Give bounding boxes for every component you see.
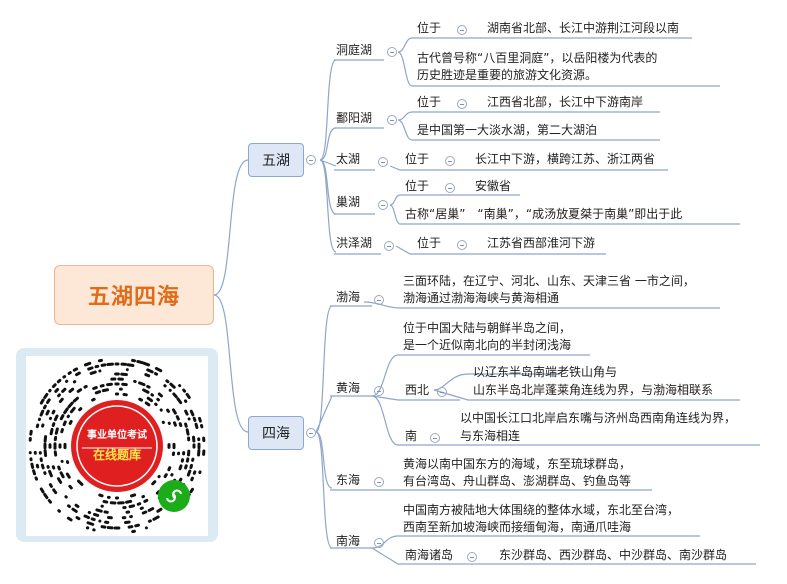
sea-bohai[interactable]: 渤海 xyxy=(336,290,361,304)
dongting-loc: 湖南省北部、长江中游荆江河段以南 xyxy=(487,21,680,35)
nanhai-collapse-icon[interactable] xyxy=(374,538,384,548)
xibei-desc-2: 山东半岛北岸蓬莱角连线为界，与渤海相联系 xyxy=(473,383,714,397)
lake-chaohu[interactable]: 巢湖 xyxy=(336,195,361,209)
poyang-loc: 江西省北部，长江中下游南岸 xyxy=(487,95,644,109)
sea-donghai[interactable]: 东海 xyxy=(336,473,361,487)
dongting-desc-1: 古代曾号称“八百里洞庭”，以岳阳楼为代表的 xyxy=(417,51,658,65)
root-node[interactable]: 五湖四海 xyxy=(54,265,214,325)
qr-code[interactable]: 事业单位考试 在线题库 xyxy=(26,356,208,536)
chaohu-collapse-icon[interactable] xyxy=(378,200,388,210)
huanghai-collapse-icon[interactable] xyxy=(374,386,384,396)
qr-line-2: 在线题库 xyxy=(92,448,141,462)
poyang-loc-label: 位于 xyxy=(417,95,442,109)
donghai-collapse-icon[interactable] xyxy=(374,477,384,487)
nan-desc-1: 以中国长江口北岸启东嘴与济州岛西南角连线为界， xyxy=(460,411,737,425)
lakes-collapse-icon[interactable] xyxy=(306,155,316,165)
taihu-loc-label: 位于 xyxy=(405,152,430,166)
seas-label: 四海 xyxy=(262,426,290,442)
hongze-loc: 江苏省西部淮河下游 xyxy=(487,236,596,250)
lake-hongze[interactable]: 洪泽湖 xyxy=(336,236,373,250)
huanghai-desc-2: 是一个近似南北向的半封闭浅海 xyxy=(403,338,572,352)
xibei-desc-1: 以辽东半岛南端老铁山角与 xyxy=(473,365,618,379)
seas-collapse-icon[interactable] xyxy=(306,428,316,438)
dongting-collapse-icon[interactable] xyxy=(387,47,397,57)
hongze-collapse-icon[interactable] xyxy=(384,241,394,251)
bohai-desc-1: 三面环陆，在辽宁、河北、山东、天津三省 一市之间， xyxy=(403,274,695,288)
poyang-loc-collapse-icon[interactable] xyxy=(457,99,467,109)
nanhai-islands[interactable]: 南海诸岛 xyxy=(405,548,454,562)
chaohu-loc-label: 位于 xyxy=(405,179,430,193)
xibei-collapse-icon[interactable] xyxy=(437,387,447,397)
poyang-collapse-icon[interactable] xyxy=(387,115,397,125)
bohai-desc-2: 渤海通过渤海海峡与黄海相通 xyxy=(403,291,560,305)
donghai-desc-1: 黄海以南中国东方的海域，东至琉球群岛， xyxy=(403,457,632,471)
chaohu-desc: 古称“居巢” “南巢”，“成汤放夏桀于南巢”即出于此 xyxy=(405,207,683,221)
taihu-collapse-icon[interactable] xyxy=(378,157,388,167)
islands-collapse-icon[interactable] xyxy=(467,552,477,562)
dongting-loc-label: 位于 xyxy=(417,21,442,35)
qr-line-1: 事业单位考试 xyxy=(87,430,147,441)
nan-collapse-icon[interactable] xyxy=(430,433,440,443)
poyang-desc: 是中国第一大淡水湖，第二大湖泊 xyxy=(417,123,598,137)
lake-poyang[interactable]: 鄱阳湖 xyxy=(336,111,373,125)
hongze-loc-collapse-icon[interactable] xyxy=(457,240,467,250)
taihu-loc-collapse-icon[interactable] xyxy=(445,156,455,166)
nanhai-desc-2: 西南至新加坡海峡而接缅甸海，南通爪哇海 xyxy=(403,520,632,534)
dongting-loc-collapse-icon[interactable] xyxy=(457,25,467,35)
donghai-desc-2: 有台湾岛、舟山群岛、澎湖群岛、钓鱼岛等 xyxy=(403,474,632,488)
sea-nanhai[interactable]: 南海 xyxy=(336,534,361,548)
nan-desc-2: 与东海相连 xyxy=(460,429,521,443)
taihu-loc: 长江中下游，横跨江苏、浙江两省 xyxy=(475,152,656,166)
root-title: 五湖四海 xyxy=(87,285,180,310)
dongting-desc-2: 历史胜迹是重要的旅游文化资源。 xyxy=(417,68,598,82)
lake-dongting[interactable]: 洞庭湖 xyxy=(336,43,373,57)
sea-huanghai[interactable]: 黄海 xyxy=(336,381,361,395)
nanhai-desc-1: 中国南方被陆地大体围绕的整体水域，东北至台湾， xyxy=(403,503,680,517)
seas-node[interactable]: 四海 xyxy=(248,416,304,450)
nanhai-islands-list: 东沙群岛、西沙群岛、中沙群岛、南沙群岛 xyxy=(499,548,728,562)
bohai-collapse-icon[interactable] xyxy=(374,295,384,305)
lake-taihu[interactable]: 太湖 xyxy=(336,152,361,166)
lakes-label: 五湖 xyxy=(262,153,290,169)
qr-card: 事业单位考试 在线题库 xyxy=(16,348,218,542)
hongze-loc-label: 位于 xyxy=(417,236,442,250)
chaohu-loc-collapse-icon[interactable] xyxy=(445,183,455,193)
chaohu-loc: 安徽省 xyxy=(475,179,512,193)
qr-pattern-icon xyxy=(28,358,206,534)
huanghai-nan[interactable]: 南 xyxy=(405,429,418,443)
huanghai-desc-1: 位于中国大陆与朝鲜半岛之间， xyxy=(403,321,572,335)
huanghai-xibei[interactable]: 西北 xyxy=(405,383,430,397)
lakes-node[interactable]: 五湖 xyxy=(248,143,304,177)
